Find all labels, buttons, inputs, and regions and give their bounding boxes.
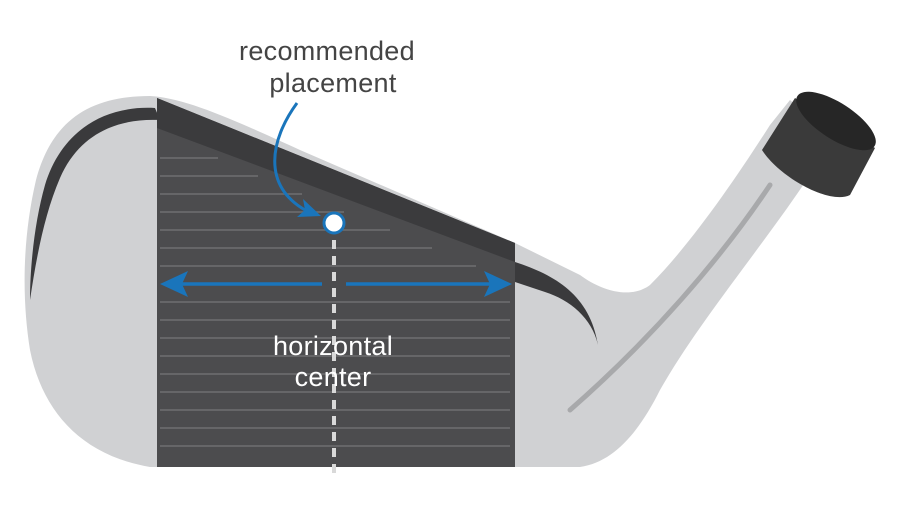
arrow-right-head-icon: [484, 271, 512, 297]
placement-pointer-arrow: [273, 102, 306, 212]
recommended-label-line1: recommended: [239, 36, 415, 66]
horizontal-label-line2: center: [295, 362, 372, 392]
recommended-placement-dot: [322, 211, 346, 235]
hosel-ferrule: [762, 91, 876, 198]
topline-crescent: [30, 107, 160, 300]
placement-arrowhead-icon: [297, 199, 321, 217]
recommended-label-line2: placement: [269, 68, 396, 98]
horizontal-label-line1: horizontal: [273, 331, 393, 361]
hosel-shadow-line: [567, 182, 773, 413]
horizontal-double-arrow: [160, 271, 512, 297]
arrow-left-head-icon: [160, 271, 188, 297]
topline-heel-curve: [515, 262, 598, 345]
face-topline-band: [157, 98, 515, 262]
